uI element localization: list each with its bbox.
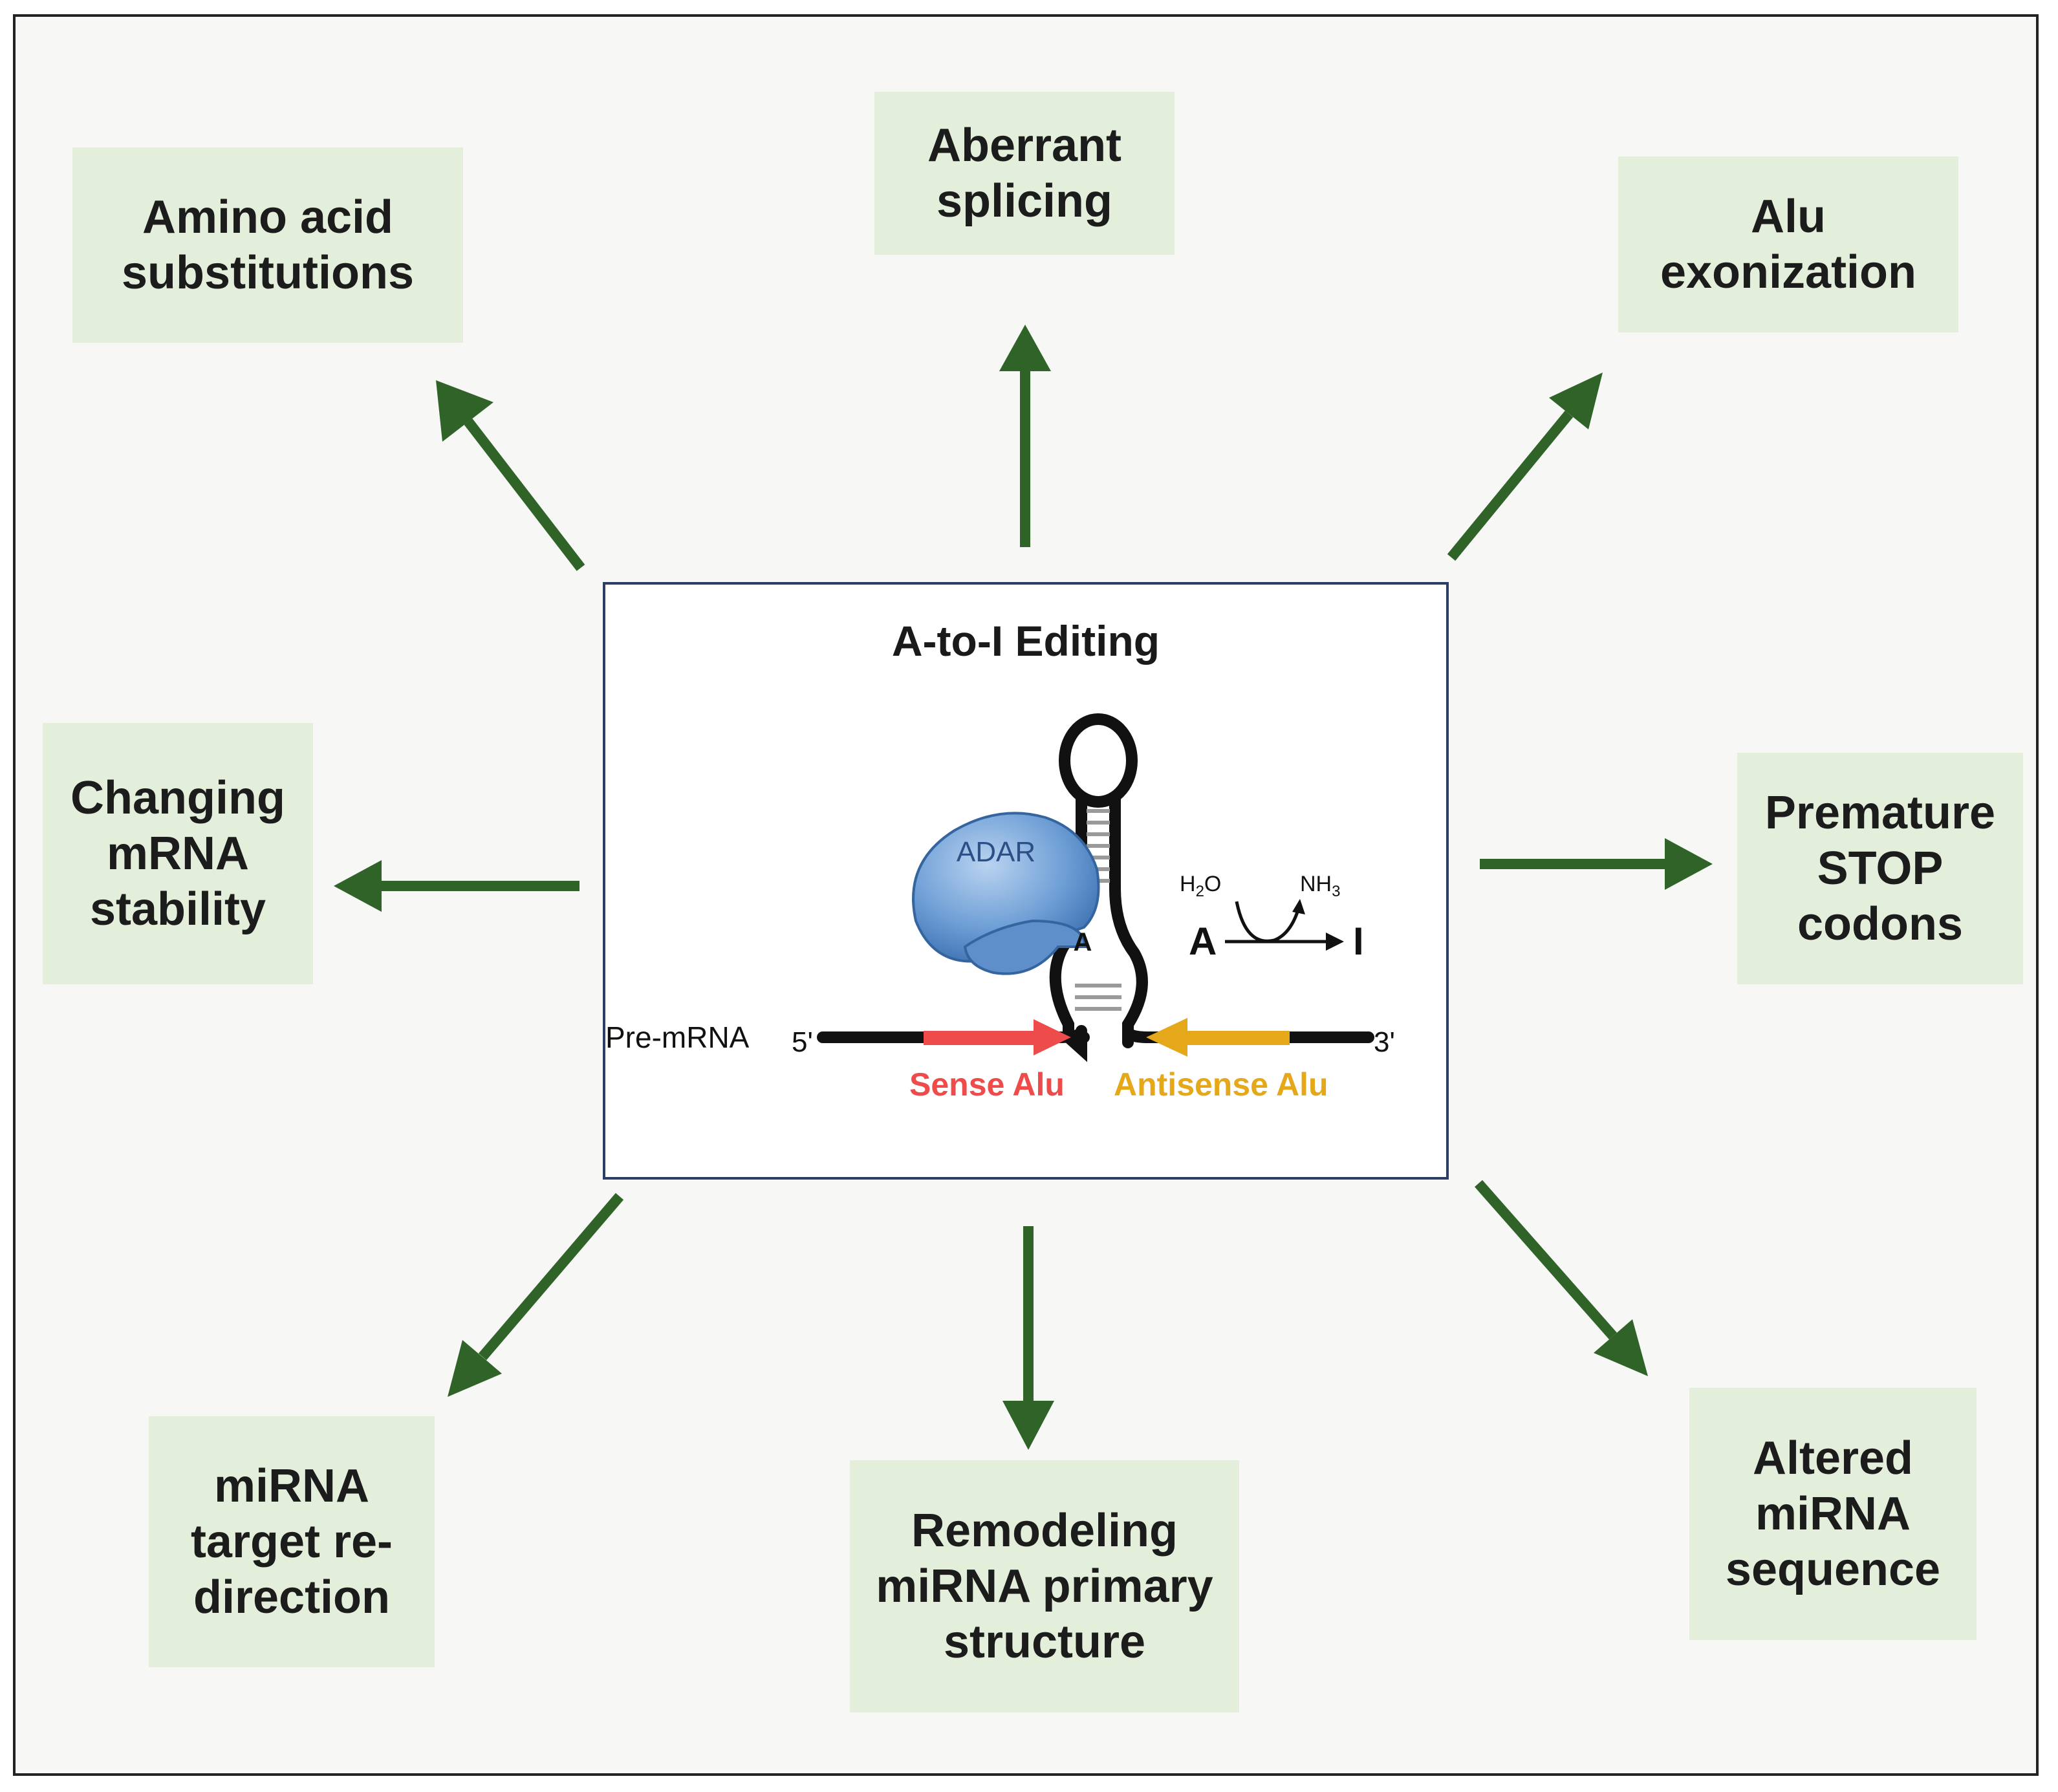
outcome-label: Amino acid substitutions <box>122 191 414 299</box>
pre-mrna-label: Pre-mRNA <box>605 1020 750 1054</box>
svg-text:H2O: H2O <box>1180 872 1221 900</box>
adar-label: ADAR <box>957 836 1035 868</box>
arrow-to-mrna-stability <box>334 860 579 912</box>
outcome-label: Premature STOP codons <box>1764 787 1996 950</box>
arrow-to-mirna-sequence <box>1474 1180 1648 1376</box>
outcome-altered-mirna-sequence: Altered miRNA sequence <box>1689 1388 1977 1640</box>
outcome-alu-exonization: Alu exonization <box>1618 157 1958 332</box>
outcome-label: Altered miRNA sequence <box>1725 1432 1941 1595</box>
arrow-to-amino-acid <box>436 380 585 571</box>
deamination-reaction: H2O NH3 A I <box>1180 872 1364 963</box>
three-prime-label: 3' <box>1374 1026 1395 1058</box>
editing-illustration: A-to-I Editing ADAR <box>605 617 1395 1103</box>
reaction-substrate: A <box>1189 920 1217 963</box>
outcome-label: Changing mRNA stability <box>70 772 285 935</box>
arrow-to-premature-stop <box>1480 838 1713 890</box>
reaction-product: I <box>1353 920 1364 963</box>
outcome-label: miRNA target re- direction <box>190 1460 393 1623</box>
arrow-to-mirna-target <box>448 1193 624 1397</box>
sense-alu-arrow <box>924 1019 1071 1055</box>
adar-enzyme: ADAR <box>912 812 1100 975</box>
arrow-to-aberrant-splicing <box>999 325 1051 547</box>
water-subscript: 2 <box>1196 883 1204 900</box>
outcome-premature-stop-codons: Premature STOP codons <box>1737 753 2023 984</box>
edited-adenosine: A <box>1074 928 1092 956</box>
outcome-changing-mrna-stability: Changing mRNA stability <box>43 723 313 984</box>
sense-alu-label: Sense Alu <box>909 1066 1065 1103</box>
ammonia-subscript: 3 <box>1332 883 1340 900</box>
svg-text:NH3: NH3 <box>1300 872 1340 900</box>
five-prime-label: 5' <box>792 1026 813 1058</box>
outcome-remodeling-mirna-primary-structure: Remodeling miRNA primary structure <box>850 1460 1239 1712</box>
outcome-aberrant-splicing: Aberrant splicing <box>874 92 1175 255</box>
antisense-alu-label: Antisense Alu <box>1114 1066 1328 1103</box>
outcome-label: Aberrant splicing <box>927 120 1122 227</box>
water-o: O <box>1204 872 1221 896</box>
arrow-to-alu-exonization <box>1447 372 1603 561</box>
outcome-label: Alu exonization <box>1660 191 1917 298</box>
arrow-to-mirna-remodeling <box>1002 1226 1054 1450</box>
outcome-amino-acid-substitutions: Amino acid substitutions <box>72 147 463 343</box>
ammonia-nh: NH <box>1300 872 1332 896</box>
antisense-alu-arrow <box>1146 1018 1290 1057</box>
outcome-mirna-target-redirection: miRNA target re- direction <box>149 1416 435 1667</box>
outcome-label: Remodeling miRNA primary structure <box>876 1505 1213 1668</box>
water-h: H <box>1180 872 1196 896</box>
a-to-i-editing-panel: A-to-I Editing ADAR <box>603 582 1449 1180</box>
panel-title: A-to-I Editing <box>892 617 1160 665</box>
